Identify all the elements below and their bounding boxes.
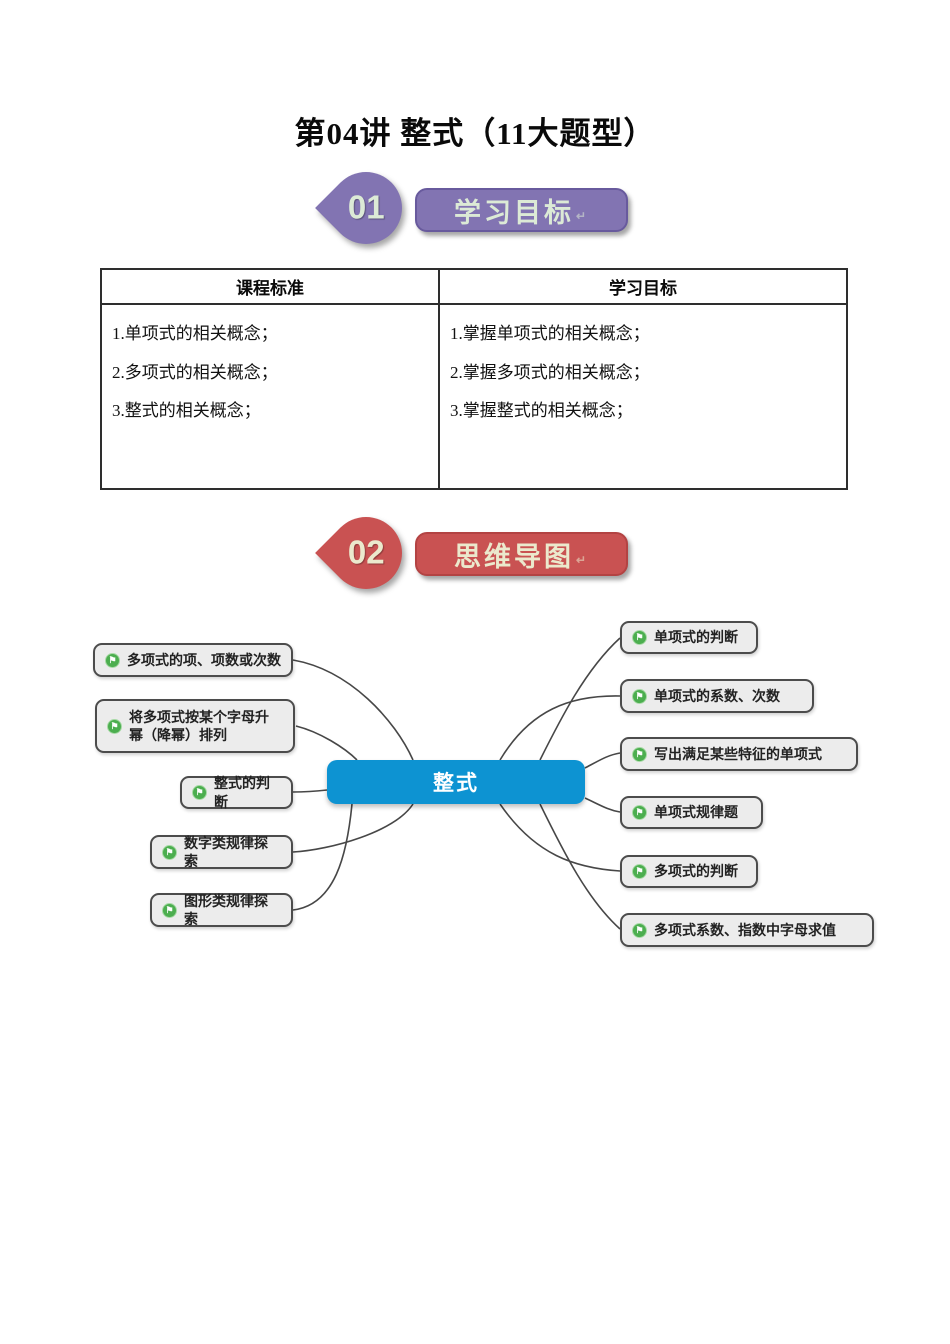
mindmap-node-number-pattern: ⚑ 数字类规律探索 (150, 835, 293, 869)
node-label: 图形类规律探索 (184, 892, 268, 927)
mindmap: 整式 ⚑ 多项式的项、项数或次数 ⚑ 将多项式按某个字母升幂（降幂）排列 ⚑ 整… (0, 600, 950, 980)
goal-item: 2.掌握多项式的相关概念； (450, 362, 650, 382)
swoosh-icon: ↵ (575, 553, 590, 567)
swoosh-icon: ↵ (575, 209, 590, 223)
curriculum-item: 1.单项式的相关概念； (112, 324, 278, 343)
node-label: 多项式的项、项数或次数 (127, 651, 281, 668)
curriculum-item: 2.多项式的相关概念； (112, 362, 278, 382)
mindmap-node-monomial-pattern: ⚑ 单项式规律题 (620, 796, 763, 829)
section-02-badge: 02 (315, 502, 417, 604)
node-label: 整式的判断 (214, 775, 270, 810)
flag-icon: ⚑ (107, 718, 122, 734)
flag-icon: ⚑ (632, 746, 647, 762)
section-title: 思维导图 (453, 541, 574, 572)
node-label: 将多项式按某个字母升幂（降幂）排列 (129, 708, 269, 743)
node-label: 写出满足某些特征的单项式 (654, 745, 822, 762)
mindmap-node-integral-judgment: ⚑ 整式的判断 (180, 775, 293, 810)
section-number: 01 (347, 189, 385, 226)
flag-icon: ⚑ (632, 864, 647, 879)
flag-icon: ⚑ (632, 805, 647, 820)
section-number: 02 (347, 534, 385, 571)
section-title: 学习目标 (453, 197, 574, 228)
mindmap-connector-lines (292, 637, 621, 930)
mindmap-node-write-monomial: ⚑ 写出满足某些特征的单项式 (620, 737, 858, 771)
node-label: 数字类规律探索 (184, 834, 268, 869)
section-01-badge: 01 (315, 157, 417, 259)
mindmap-node-figure-pattern: ⚑ 图形类规律探索 (150, 893, 293, 927)
mindmap-center-topic: 整式 (327, 760, 585, 804)
node-label: 单项式的系数、次数 (654, 687, 780, 704)
flag-icon: ⚑ (632, 630, 647, 645)
flag-icon: ⚑ (162, 902, 177, 918)
table-cell-goals: 1.掌握单项式的相关概念； 2.掌握多项式的相关概念； 3.掌握整式的相关概念； (440, 305, 846, 488)
mindmap-node-arrange-by-letter: ⚑ 将多项式按某个字母升幂（降幂）排列 (95, 699, 295, 753)
mindmap-node-monomial-judgment: ⚑ 单项式的判断 (620, 621, 758, 654)
table-cell-curriculum: 1.单项式的相关概念； 2.多项式的相关概念； 3.整式的相关概念； (102, 305, 440, 488)
flag-icon: ⚑ (162, 844, 177, 860)
mindmap-node-polynomial-judgment: ⚑ 多项式的判断 (620, 855, 758, 888)
node-label: 多项式系数、指数中字母求值 (654, 921, 836, 938)
badge-teardrop-shape: 01 (315, 157, 417, 259)
flag-icon: ⚑ (632, 922, 647, 938)
badge-teardrop-shape: 02 (315, 502, 417, 604)
node-label: 单项式规律题 (654, 804, 738, 821)
node-label: 单项式的判断 (654, 629, 738, 646)
table-header-goals: 学习目标 (440, 270, 846, 305)
mindmap-node-monomial-coefficient: ⚑ 单项式的系数、次数 (620, 679, 814, 713)
mindmap-node-polynomial-letter-value: ⚑ 多项式系数、指数中字母求值 (620, 913, 874, 947)
section-02-title-pill: 思维导图↵ (415, 532, 628, 576)
table-header-curriculum: 课程标准 (102, 270, 440, 305)
flag-icon: ⚑ (632, 688, 647, 704)
page-title: 第04讲 整式（11大题型） (294, 116, 656, 151)
flag-icon: ⚑ (105, 652, 120, 668)
section-01-title-pill: 学习目标↵ (415, 188, 628, 232)
goal-item: 3.掌握整式的相关概念； (450, 401, 633, 421)
flag-icon: ⚑ (192, 785, 207, 800)
goal-item: 1.掌握单项式的相关概念； (450, 324, 650, 343)
goals-table: 课程标准 学习目标 1.单项式的相关概念； 2.多项式的相关概念； 3.整式的相… (100, 268, 848, 490)
node-label: 多项式的判断 (654, 863, 738, 880)
curriculum-item: 3.整式的相关概念； (112, 401, 261, 421)
mindmap-node-polynomial-terms: ⚑ 多项式的项、项数或次数 (93, 643, 293, 677)
